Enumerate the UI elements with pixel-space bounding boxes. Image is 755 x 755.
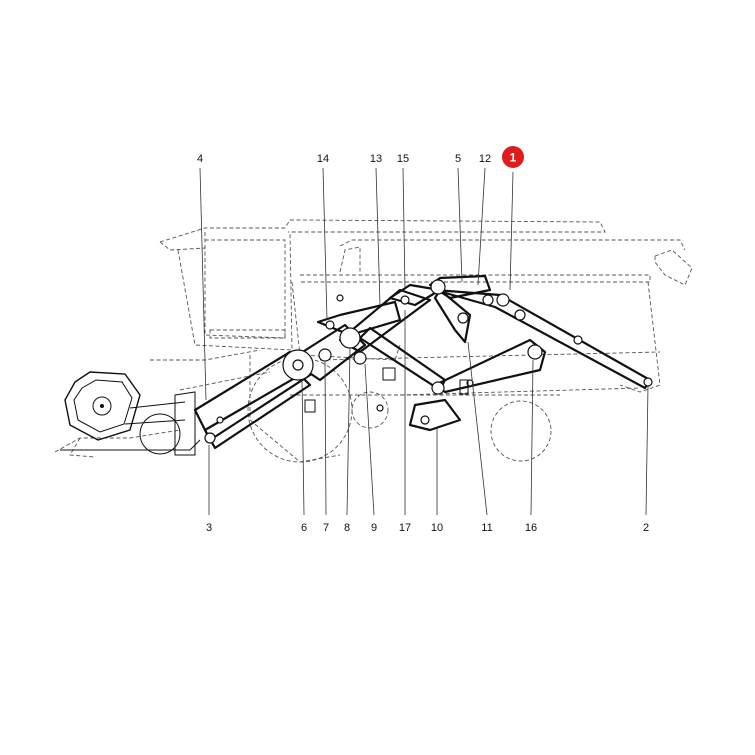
pulley xyxy=(376,404,384,412)
header-reel xyxy=(60,371,201,456)
pulley xyxy=(204,432,216,444)
callout-8: 8 xyxy=(344,522,350,534)
pulley xyxy=(496,293,510,307)
pulley xyxy=(400,295,410,305)
callout-13: 13 xyxy=(370,153,382,165)
callout-10: 10 xyxy=(431,522,443,534)
callout-16: 16 xyxy=(525,522,537,534)
callout-17: 17 xyxy=(399,522,411,534)
callout-9: 9 xyxy=(371,522,377,534)
callout-labels: 4 14 13 15 5 12 1 3 6 7 8 9 17 10 11 16 … xyxy=(197,146,649,534)
pulley xyxy=(527,344,543,360)
callout-4: 4 xyxy=(197,153,203,165)
belt-14 xyxy=(316,300,402,337)
pulley xyxy=(292,359,304,371)
belt-1 xyxy=(433,288,652,390)
belt-10 xyxy=(408,398,462,432)
callout-12: 12 xyxy=(479,153,491,165)
bracket xyxy=(304,399,316,413)
callout-6: 6 xyxy=(301,522,307,534)
callout-11: 11 xyxy=(481,522,492,534)
pulleys xyxy=(204,279,653,444)
callout-2: 2 xyxy=(643,522,649,534)
pulley xyxy=(325,320,335,330)
belt-16 xyxy=(433,338,547,394)
callout-7: 7 xyxy=(323,522,329,534)
callout-3: 3 xyxy=(206,522,212,534)
pulley xyxy=(514,309,526,321)
pulley xyxy=(430,279,446,295)
pulley xyxy=(339,327,361,349)
callout-15: 15 xyxy=(397,153,409,165)
highlight-badge[interactable] xyxy=(502,146,524,168)
callout-14: 14 xyxy=(317,153,329,165)
pulley xyxy=(643,377,653,387)
bracket xyxy=(459,379,469,395)
leader-lines xyxy=(199,167,649,516)
pulley xyxy=(318,348,332,362)
pulley xyxy=(573,335,583,345)
pulley xyxy=(457,312,469,324)
pulley xyxy=(353,351,367,365)
pulley xyxy=(482,294,494,306)
pulley xyxy=(420,415,430,425)
callout-5: 5 xyxy=(455,153,461,165)
pulley xyxy=(216,416,224,424)
belt-11 xyxy=(433,288,472,344)
pulley xyxy=(336,294,344,302)
bracket xyxy=(382,367,396,381)
pulley xyxy=(431,381,445,395)
callout-1[interactable]: 1 xyxy=(510,151,517,165)
belt-17 xyxy=(358,326,447,392)
